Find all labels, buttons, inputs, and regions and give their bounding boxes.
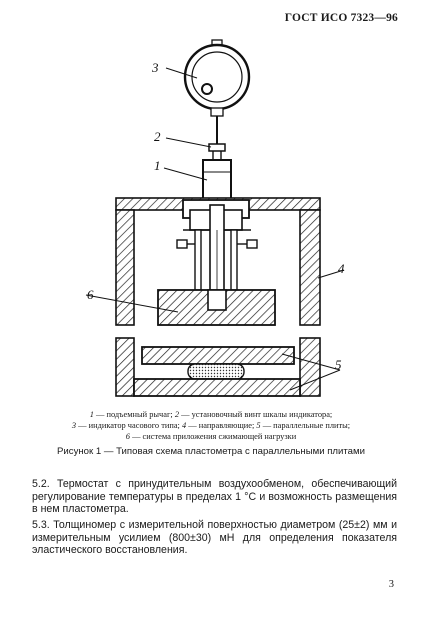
figure-legend: 1 — подъемный рычаг; 2 — установочный ви… (20, 409, 402, 442)
parallel-plates (133, 346, 301, 397)
load-plate (157, 289, 276, 326)
legend-num: 5 (256, 421, 261, 430)
label-5: 5 (335, 357, 342, 372)
label-4: 4 (338, 261, 345, 276)
legend-line-3: 6 — система приложения сжимающей нагрузк… (20, 431, 402, 442)
lifting-lever (202, 159, 232, 203)
set-screw (208, 116, 226, 160)
legend-text: — подъемный рычаг; (93, 410, 175, 419)
legend-text: — направляющие; (186, 421, 257, 430)
legend-text: — установочный винт шкалы индикатора; (179, 410, 333, 419)
paragraph-5-3: 5.3. Толщиномер с измерительной поверхно… (32, 519, 397, 557)
legend-num: 6 (125, 432, 130, 441)
label-3: 3 (151, 60, 159, 75)
figure-caption: Рисунок 1 — Типовая схема пластометра с … (57, 446, 365, 457)
legend-text: — индикатор часового типа; (76, 421, 182, 430)
standard-header: ГОСТ ИСО 7323—96 (284, 12, 398, 24)
label-6: 6 (87, 287, 94, 302)
legend-num: 3 (71, 421, 77, 430)
label-1: 1 (154, 158, 161, 173)
legend-line-1: 1 — подъемный рычаг; 2 — установочный ви… (20, 409, 402, 420)
plastometer-figure: 3 2 1 4 6 5 (85, 39, 345, 397)
legend-text: — параллельные плиты; (260, 421, 351, 430)
legend-text: — система приложения сжимающей нагрузки (129, 432, 297, 441)
legend-num: 2 (174, 410, 179, 419)
legend-num: 4 (181, 421, 187, 430)
legend-num: 1 (89, 410, 94, 419)
dial-indicator (183, 39, 251, 117)
page-number: 3 (388, 579, 394, 590)
legend-line-2: 3 — индикатор часового типа; 4 — направл… (20, 420, 402, 431)
frame (115, 197, 321, 397)
label-2: 2 (154, 129, 161, 144)
guides (176, 199, 258, 309)
paragraph-5-2: 5.2. Термостат с принудительным воздухоо… (32, 478, 397, 516)
